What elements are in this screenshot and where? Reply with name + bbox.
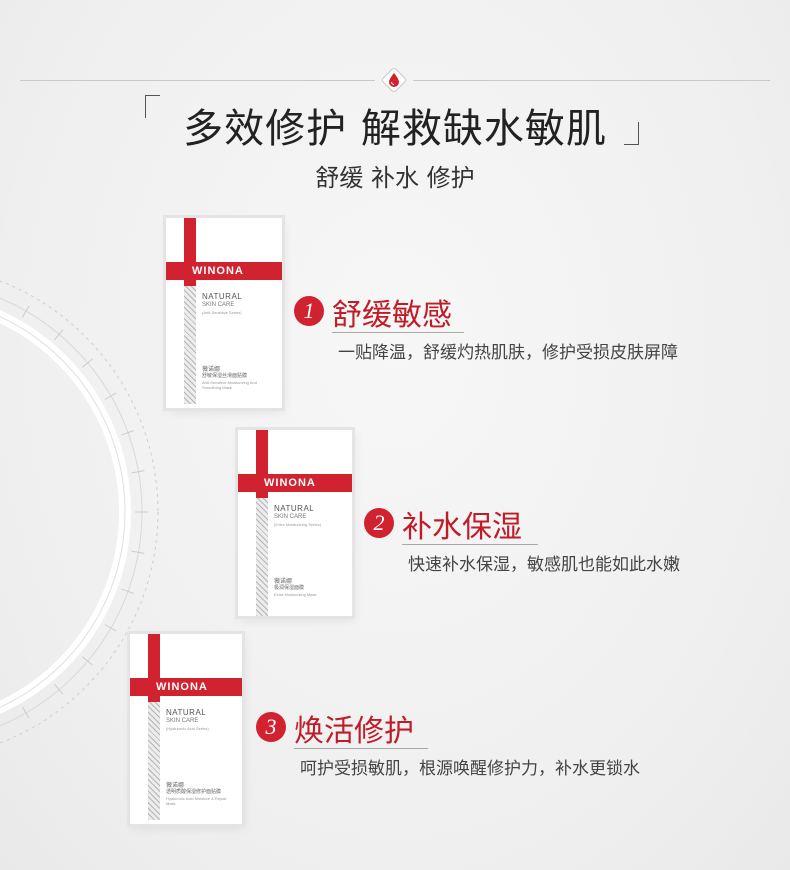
packet-product-en: Extra Moisturizing Mask xyxy=(274,592,317,597)
dial-tick xyxy=(54,684,64,695)
feature-block-2: 2 补水保湿 快速补水保湿，敏感肌也能如此水嫩 xyxy=(364,508,764,578)
packet-natural-label: NATURAL xyxy=(166,708,207,717)
packet-brand-cn: 薇诺娜 xyxy=(202,366,221,373)
packet-texture-strip xyxy=(184,286,196,404)
packet-series-label: (Extra Moisturizing Series) xyxy=(274,522,321,527)
packet-brand-logo: WINONA xyxy=(192,265,244,277)
feature-block-3: 3 焕活修护 呵护受损敏肌，根源唤醒修护力，补水更锁水 xyxy=(256,712,726,782)
packet-product-en: Anti-Sensitive Moisturizing And Smoothin… xyxy=(202,380,257,390)
packet-texture-strip xyxy=(256,498,268,616)
packet-brand-logo: WINONA xyxy=(156,681,208,693)
packet-red-horizontal-band xyxy=(238,474,352,492)
dial-tick xyxy=(22,305,30,318)
feature-title: 舒缓敏感 xyxy=(332,298,452,333)
feature-underline xyxy=(402,544,538,545)
feature-number-badge: 3 xyxy=(256,712,286,742)
packet-skin-care-label: SKIN CARE xyxy=(202,302,235,308)
page-headline: 多效修护 解救缺水敏肌 xyxy=(183,106,607,152)
product-packet-1: WINONA NATURAL SKIN CARE (Anti-Sensitive… xyxy=(166,218,282,408)
packet-brand-cn: 薇诺娜 xyxy=(166,782,185,789)
packet-skin-care-label: SKIN CARE xyxy=(274,514,307,520)
feature-number-badge: 2 xyxy=(364,508,394,538)
headline-bracket-close xyxy=(624,122,639,145)
water-drop-icon xyxy=(382,68,406,92)
page-subhead: 舒缓 补水 修护 xyxy=(315,164,475,192)
dial-tick xyxy=(131,550,145,554)
packet-natural-label: NATURAL xyxy=(202,292,243,301)
feature-number-badge: 1 xyxy=(294,296,324,326)
product-packet-3: WINONA NATURAL SKIN CARE (Hyaluronic Aci… xyxy=(130,634,242,824)
packet-product-cn: 透明质酸保湿修护面贴膜 xyxy=(166,789,222,795)
dial-tick xyxy=(121,430,134,436)
packet-red-horizontal-band xyxy=(130,678,242,696)
dial-tick xyxy=(121,588,134,594)
dial-tick xyxy=(104,392,117,400)
packet-brand-cn: 薇诺娜 xyxy=(274,578,293,585)
feature-description: 快速补水保湿，敏感肌也能如此水嫩 xyxy=(408,555,680,575)
dial-tick xyxy=(54,329,64,340)
dial-tick xyxy=(22,706,30,719)
dial-tick xyxy=(104,624,117,632)
feature-title: 焕活修护 xyxy=(294,714,414,749)
packet-red-horizontal-band xyxy=(166,262,282,280)
feature-underline xyxy=(332,332,464,333)
dial-tick xyxy=(82,358,93,368)
packet-series-label: (Hyaluronic Acid Series) xyxy=(166,726,209,731)
feature-description: 呵护受损敏肌，根源唤醒修护力，补水更锁水 xyxy=(300,759,640,779)
feature-title: 补水保湿 xyxy=(402,510,522,545)
top-divider-right xyxy=(413,80,770,81)
product-packet-2: WINONA NATURAL SKIN CARE (Extra Moisturi… xyxy=(238,430,352,616)
feature-description: 一贴降温，舒缓灼热肌肤，修护受损皮肤屏障 xyxy=(338,343,678,363)
packet-texture-strip xyxy=(148,702,160,820)
packet-brand-logo: WINONA xyxy=(264,477,316,489)
packet-natural-label: NATURAL xyxy=(274,504,315,513)
dial-tick xyxy=(82,656,93,666)
headline-bracket-open xyxy=(145,95,160,118)
packet-product-cn: 极润保湿面膜 xyxy=(274,585,305,591)
packet-product-cn: 舒敏保湿丝滑面贴膜 xyxy=(202,373,248,379)
packet-skin-care-label: SKIN CARE xyxy=(166,718,199,724)
packet-product-en: Hyaluronic Acid Moisture & Repair Mask xyxy=(166,796,227,806)
dial-tick xyxy=(131,470,145,474)
packet-series-label: (Anti-Sensitive Series) xyxy=(202,310,242,315)
feature-block-1: 1 舒缓敏感 一贴降温，舒缓灼热肌肤，修护受损皮肤屏障 xyxy=(294,296,754,366)
top-divider-left xyxy=(20,80,375,81)
feature-underline xyxy=(294,748,428,749)
